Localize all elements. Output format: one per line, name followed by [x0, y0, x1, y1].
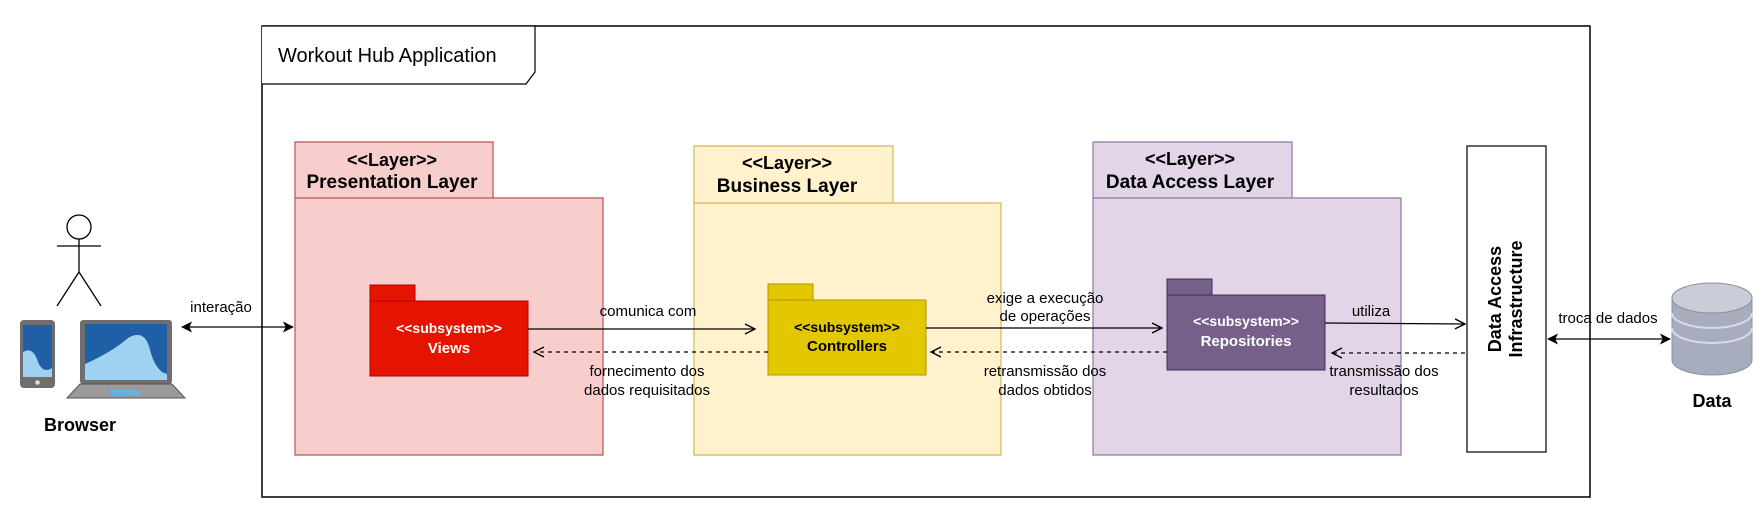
business-stereotype: <<Layer>>: [742, 153, 832, 173]
presentation-layer-title: Presentation Layer: [306, 172, 478, 193]
application-title: Workout Hub Application: [278, 45, 497, 67]
connector-exige-execucao: exige a execução de operações: [926, 290, 1162, 328]
controllers-subsystem: <<subsystem>> Controllers: [767, 283, 927, 376]
connector-troca-de-dados: troca de dados: [1547, 310, 1671, 345]
connector-utiliza: utiliza: [1324, 303, 1465, 324]
business-layer-title: Business Layer: [717, 176, 858, 197]
troca-label: troca de dados: [1558, 310, 1657, 327]
browser-label: Browser: [44, 415, 116, 435]
fornecimento-label-1: fornecimento dos: [589, 363, 704, 380]
interacao-label: interação: [190, 299, 252, 316]
laptop-icon: [65, 320, 187, 399]
utiliza-label: utiliza: [1352, 303, 1391, 320]
connector-retransmissao: retransmissão dos dados obtidos: [931, 352, 1167, 399]
views-subsystem: <<subsystem>> Views: [369, 284, 529, 377]
connector-interacao: interação: [181, 299, 294, 333]
infrastructure-label-line2: Infrastructure: [1506, 240, 1526, 357]
repositories-subsystem: <<subsystem>> Repositories: [1166, 278, 1326, 371]
exige-label-2: de operações: [1000, 308, 1091, 325]
retransmissao-label-1: retransmissão dos: [984, 363, 1107, 380]
browser-actor: Browser: [20, 214, 187, 435]
presentation-layer: <<Layer>> Presentation Layer: [294, 141, 604, 456]
repositories-stereotype: <<subsystem>>: [1193, 313, 1299, 329]
connector-transmissao: transmissão dos resultados: [1329, 353, 1465, 399]
views-stereotype: <<subsystem>>: [396, 320, 502, 336]
database-icon: Data: [1671, 282, 1753, 411]
data-access-stereotype: <<Layer>>: [1145, 149, 1235, 169]
connector-fornecimento: fornecimento dos dados requisitados: [534, 352, 768, 399]
controllers-stereotype: <<subsystem>>: [794, 319, 900, 335]
user-icon: [56, 214, 102, 307]
retransmissao-label-2: dados obtidos: [998, 382, 1091, 399]
presentation-stereotype: <<Layer>>: [347, 150, 437, 170]
tablet-icon: [20, 320, 55, 388]
data-label: Data: [1692, 391, 1732, 411]
application-frame: Workout Hub Application: [261, 25, 1591, 498]
transmissao-label-1: transmissão dos: [1329, 363, 1438, 380]
controllers-title: Controllers: [807, 338, 887, 355]
transmissao-label-2: resultados: [1349, 382, 1418, 399]
fornecimento-label-2: dados requisitados: [584, 382, 710, 399]
views-title: Views: [428, 340, 470, 357]
connector-comunica-com: comunica com: [528, 303, 755, 329]
exige-label-1: exige a execução: [987, 290, 1104, 307]
repositories-title: Repositories: [1201, 333, 1292, 350]
data-access-infrastructure: Data Access Infrastructure: [1466, 145, 1547, 453]
comunica-label: comunica com: [600, 303, 697, 320]
data-access-layer-title: Data Access Layer: [1106, 172, 1275, 193]
infrastructure-label-line1: Data Access: [1485, 246, 1505, 352]
